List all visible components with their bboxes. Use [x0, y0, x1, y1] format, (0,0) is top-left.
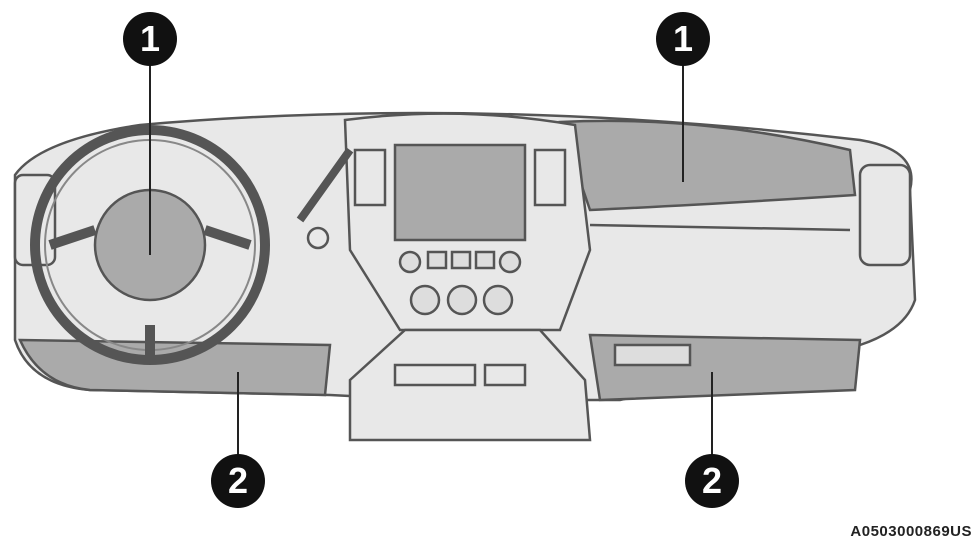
driver-knee-airbag-panel [18, 338, 332, 397]
figure-code: A0503000869US [850, 523, 972, 540]
passenger-airbag-panel [558, 119, 857, 212]
touchscreen [393, 143, 527, 242]
callout-passenger-knee-airbag: 2 [685, 454, 739, 508]
callout-driver-knee-airbag: 2 [211, 454, 265, 508]
callout-driver-airbag: 1 [123, 12, 177, 66]
callout-passenger-airbag: 1 [656, 12, 710, 66]
